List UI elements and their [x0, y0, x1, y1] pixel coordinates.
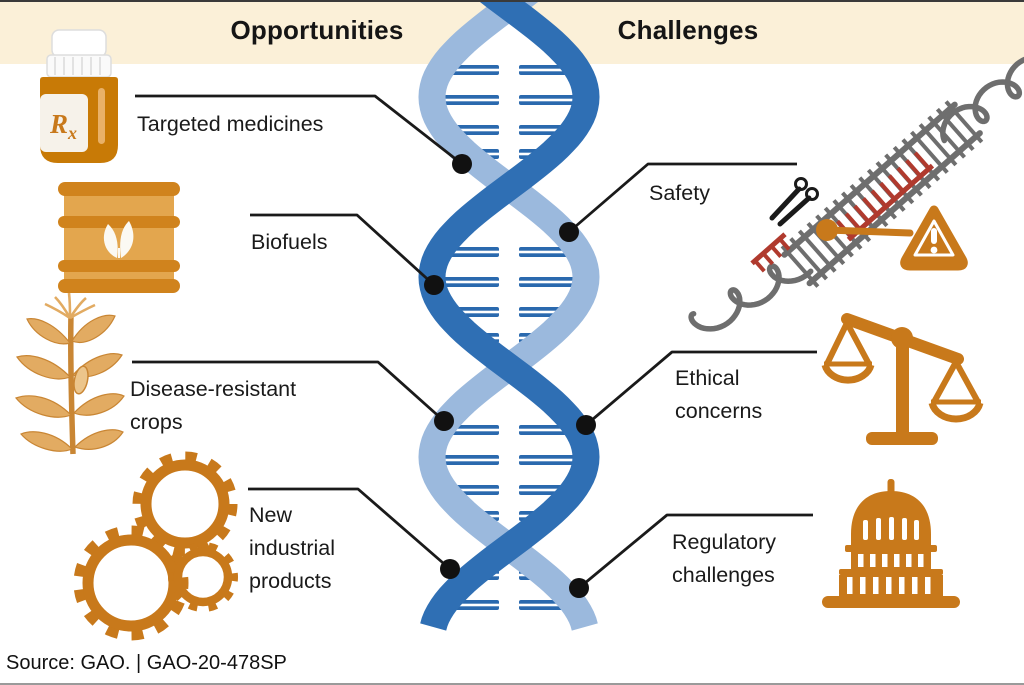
edited-gene-warning-link [816, 219, 914, 241]
helix-rung-highlight [431, 68, 499, 72]
gene-editing-ladder [750, 100, 984, 288]
connector-new-industrial [248, 487, 451, 571]
helix-rung-highlight [519, 488, 583, 492]
helix-rung-highlight [519, 458, 595, 462]
dna-helix-background [432, 2, 586, 627]
helix-rung-highlight [519, 280, 595, 284]
scale-left-pan [821, 321, 875, 384]
connector-biofuels-dot [424, 275, 444, 295]
connector-targeted-medicines [135, 94, 463, 166]
edited-gene-tick [913, 151, 931, 170]
edited-gene-tick [861, 197, 879, 216]
capitol-building-icon [822, 479, 960, 608]
helix-rung-highlight [434, 603, 499, 607]
helix-rung-highlight [423, 280, 499, 284]
connector-regulatory [578, 513, 813, 590]
helix-rung-highlight [519, 310, 582, 314]
helix-rung-highlight [423, 458, 499, 462]
edited-gene-tick [905, 159, 922, 178]
corn-tassel [44, 292, 96, 320]
ladder-tick [780, 244, 820, 288]
helix-inner-fill [432, 2, 586, 627]
helix-rung-highlight [519, 428, 587, 432]
edited-gene-tick [896, 166, 914, 186]
label-biofuels: Biofuels [251, 230, 328, 254]
connector-ethical-concerns [585, 350, 817, 427]
connector-safety-dot [559, 222, 579, 242]
gears-icon [73, 451, 238, 641]
helix-rung-highlight [519, 603, 584, 607]
ladder-tick [806, 221, 846, 266]
dna-coil-squiggles [688, 56, 1024, 332]
connector-biofuels [250, 213, 435, 287]
edited-gene-tick [879, 181, 897, 201]
cut-fragment-tick [778, 237, 791, 251]
edited-gene-tick [853, 204, 871, 224]
ladder-tick [789, 237, 828, 281]
helix-rung-highlight [436, 310, 499, 314]
dna-coil-bottom-left [688, 263, 814, 332]
warning-triangle-icon [900, 205, 968, 271]
connector-targeted-medicines-dot [452, 154, 472, 174]
scale-right-pan [928, 360, 984, 423]
corn-plant-icon [14, 292, 125, 455]
label-new-industrial-products: New industrial products [249, 503, 336, 593]
connector-disease-resistant [132, 360, 445, 423]
helix-rung-highlight [435, 128, 499, 132]
connector-new-industrial-dot [440, 559, 460, 579]
edited-gene-tick [887, 174, 905, 193]
dna-coil-top-right [940, 56, 1024, 144]
helix-rung-highlight [423, 98, 499, 102]
helix-rung-highlight [519, 68, 587, 72]
opportunities-title: Opportunities [230, 15, 404, 45]
helix-rung-highlight [435, 488, 499, 492]
label-regulatory-challenges: Regulatory challenges [672, 530, 776, 587]
source-line: Source: GAO. | GAO-20-478SP [6, 652, 287, 674]
scissors-icon [769, 177, 819, 227]
edited-gene-rail [846, 163, 935, 242]
helix-rung-highlight [430, 250, 499, 254]
ladder-tick [935, 107, 975, 152]
helix-rung-highlight [519, 128, 583, 132]
challenges-title: Challenges [617, 15, 759, 45]
connector-regulatory-dot [569, 578, 589, 598]
connector-safety [568, 162, 797, 234]
ladder-tick [797, 229, 837, 273]
edited-gene-tick [870, 189, 888, 208]
connector-lines [132, 94, 817, 598]
label-safety: Safety [649, 181, 710, 205]
ladder-tick [918, 123, 958, 167]
label-disease-resistant-crops: Disease-resistant crops [130, 377, 297, 434]
cut-fragment-tick [753, 259, 766, 273]
biofuel-barrel-icon [58, 182, 180, 293]
helix-rung-highlight [519, 98, 595, 102]
connector-disease-resistant-dot [434, 411, 454, 431]
cut-fragment-rail [750, 232, 787, 266]
helix-rung-highlight [431, 428, 499, 432]
balance-scale-icon [821, 313, 984, 445]
helix-rung-highlight [519, 250, 588, 254]
rx-text: Rx [49, 109, 77, 143]
label-targeted-medicines: Targeted medicines [137, 112, 324, 136]
ladder-tick [927, 115, 967, 159]
connector-ethical-concerns-dot [576, 415, 596, 435]
edited-gene-tick [844, 212, 862, 231]
leaf-icon [103, 221, 134, 258]
cut-fragment-tick [761, 252, 775, 266]
label-ethical-concerns: Ethical concerns [675, 366, 763, 423]
corn-cob [73, 365, 89, 395]
pill-bottle-icon: Rx [40, 29, 118, 163]
cut-fragment-tick [770, 244, 783, 258]
dna-strand-light [418, 2, 600, 631]
ladder-tick [910, 130, 949, 174]
ladder-tick [944, 100, 984, 144]
